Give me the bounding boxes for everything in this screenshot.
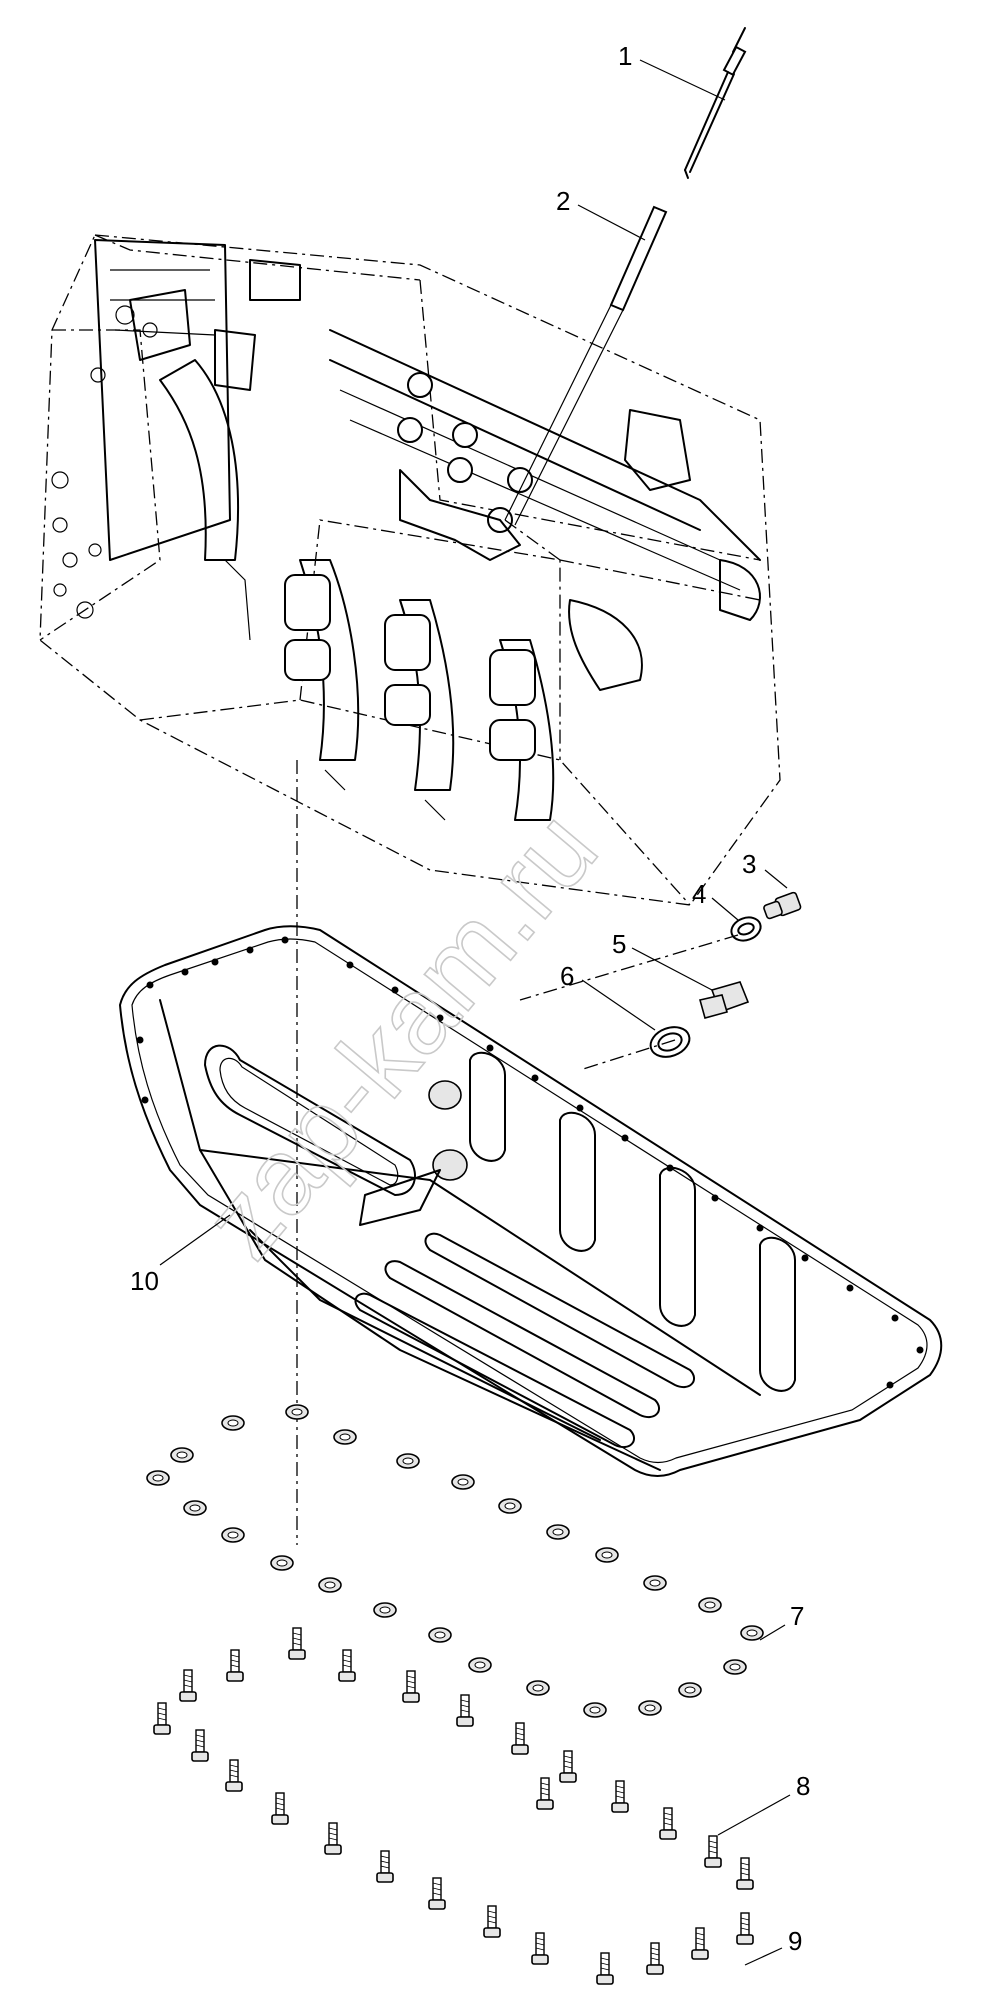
bolt-icon bbox=[611, 1780, 629, 1813]
flange-hole-icon bbox=[801, 1254, 809, 1262]
callouts: 1 2 3 4 5 6 7 8 9 10 bbox=[130, 41, 810, 1966]
bolt-icon bbox=[428, 1877, 446, 1910]
oil-pan-icon bbox=[119, 925, 943, 1477]
washer-icon bbox=[546, 1524, 570, 1540]
flange-hole-icon bbox=[136, 1036, 144, 1044]
washer-icon bbox=[373, 1602, 397, 1618]
flange-hole-icon bbox=[141, 1096, 149, 1104]
flange-hole-icon bbox=[711, 1194, 719, 1202]
washer-icon bbox=[146, 1470, 170, 1486]
drain-plug-icon bbox=[763, 891, 802, 920]
flange-hole-icon bbox=[756, 1224, 764, 1232]
drain-plug-icon bbox=[699, 981, 750, 1019]
callout-1: 1 bbox=[618, 41, 632, 71]
callout-4: 4 bbox=[692, 879, 706, 909]
bolt-icon bbox=[456, 1694, 474, 1727]
bolt-icon bbox=[225, 1759, 243, 1792]
washer-icon bbox=[183, 1500, 207, 1516]
bolt-icon bbox=[736, 1912, 754, 1945]
flange-holes bbox=[136, 936, 924, 1389]
bolt-icon bbox=[226, 1649, 244, 1682]
bolt-icon bbox=[324, 1822, 342, 1855]
flange-hole-icon bbox=[846, 1284, 854, 1292]
flange-hole-icon bbox=[346, 961, 354, 969]
bolt-icon bbox=[376, 1850, 394, 1883]
washer-icon bbox=[396, 1453, 420, 1469]
bolt-icon bbox=[511, 1722, 529, 1755]
washer-icon bbox=[526, 1680, 550, 1696]
bolt-icon bbox=[288, 1627, 306, 1660]
washer-icon bbox=[428, 1627, 452, 1643]
flange-hole-icon bbox=[281, 936, 289, 944]
washer-icon bbox=[643, 1575, 667, 1591]
bolt-icon bbox=[559, 1750, 577, 1783]
flange-hole-icon bbox=[891, 1314, 899, 1322]
bolt-icon bbox=[338, 1649, 356, 1682]
bolt-icon bbox=[271, 1792, 289, 1825]
bolt-icon bbox=[531, 1932, 549, 1965]
washer-icon bbox=[730, 916, 762, 942]
dipstick-tube-icon bbox=[504, 205, 668, 526]
flange-hole-icon bbox=[886, 1381, 894, 1389]
callout-10: 10 bbox=[130, 1266, 159, 1296]
bolt-icon bbox=[179, 1669, 197, 1702]
washer-icon bbox=[723, 1659, 747, 1675]
callout-6: 6 bbox=[560, 961, 574, 991]
washer-icon bbox=[170, 1447, 194, 1463]
washer-icon bbox=[740, 1625, 764, 1641]
dipstick-icon bbox=[684, 27, 747, 179]
callout-8: 8 bbox=[796, 1771, 810, 1801]
watermark-text: zap-kam.ru bbox=[180, 788, 620, 1280]
engine-block-icon bbox=[39, 234, 781, 906]
washer-icon bbox=[678, 1682, 702, 1698]
washer-icon bbox=[638, 1700, 662, 1716]
washer-icon bbox=[221, 1527, 245, 1543]
flange-hole-icon bbox=[916, 1346, 924, 1354]
flange-hole-icon bbox=[576, 1104, 584, 1112]
bolt-icon bbox=[536, 1777, 554, 1810]
washer-icon bbox=[333, 1429, 357, 1445]
washer-icon bbox=[221, 1415, 245, 1431]
bolt-icon bbox=[153, 1702, 171, 1735]
washer-icon bbox=[451, 1474, 475, 1490]
flange-hole-icon bbox=[486, 1044, 494, 1052]
washer-icon bbox=[583, 1702, 607, 1718]
washer-icon bbox=[285, 1404, 309, 1420]
washer-icon bbox=[498, 1498, 522, 1514]
bolt-icon bbox=[646, 1942, 664, 1975]
washer-icon bbox=[270, 1555, 294, 1571]
washer-icon bbox=[698, 1597, 722, 1613]
flange-hole-icon bbox=[181, 968, 189, 976]
flange-hole-icon bbox=[146, 981, 154, 989]
bolt-icon bbox=[483, 1905, 501, 1938]
callout-2: 2 bbox=[556, 186, 570, 216]
washer-icon bbox=[318, 1577, 342, 1593]
bolt-group bbox=[153, 1627, 754, 1985]
callout-5: 5 bbox=[612, 929, 626, 959]
callout-7: 7 bbox=[790, 1601, 804, 1631]
flange-hole-icon bbox=[391, 986, 399, 994]
bolt-icon bbox=[402, 1670, 420, 1703]
bolt-icon bbox=[691, 1927, 709, 1960]
bolt-icon bbox=[596, 1952, 614, 1985]
washer-icon bbox=[595, 1547, 619, 1563]
washer-group bbox=[146, 1404, 764, 1718]
flange-hole-icon bbox=[246, 946, 254, 954]
flange-hole-icon bbox=[211, 958, 219, 966]
callout-3: 3 bbox=[742, 849, 756, 879]
flange-hole-icon bbox=[531, 1074, 539, 1082]
bolt-icon bbox=[736, 1857, 754, 1890]
washer-icon bbox=[468, 1657, 492, 1673]
flange-hole-icon bbox=[621, 1134, 629, 1142]
bolt-icon bbox=[659, 1807, 677, 1840]
bolt-icon bbox=[191, 1729, 209, 1762]
flange-hole-icon bbox=[436, 1014, 444, 1022]
bolt-icon bbox=[704, 1835, 722, 1868]
callout-9: 9 bbox=[788, 1926, 802, 1956]
